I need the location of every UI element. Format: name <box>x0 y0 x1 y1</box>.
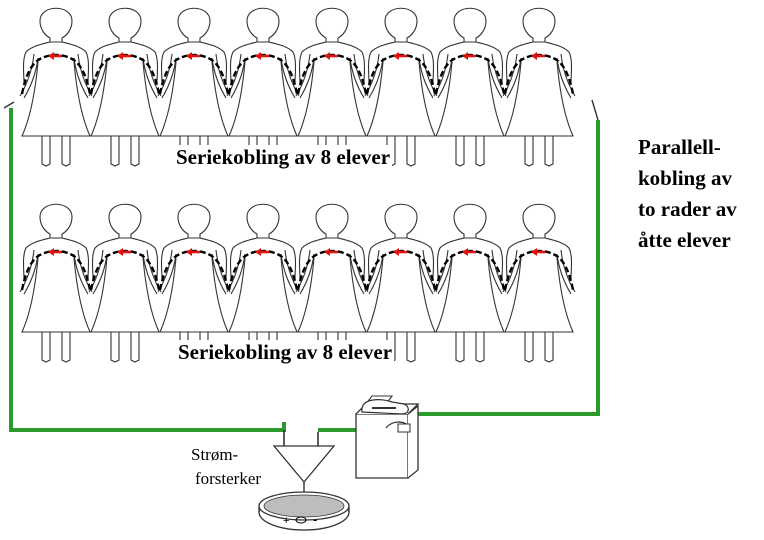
student-figure <box>432 202 508 364</box>
student-figure <box>156 6 232 168</box>
battery <box>355 395 420 479</box>
student-figure <box>363 6 439 168</box>
student-figure <box>363 202 439 364</box>
wire-left <box>9 108 286 432</box>
parallel-label: Parallell- kobling av to rader av åtte e… <box>638 132 764 256</box>
wire-lead-left <box>3 99 599 121</box>
parallel-label-line: Parallell- <box>638 135 721 159</box>
student-figure <box>87 6 163 168</box>
amplifier-label: Strøm- forsterker <box>183 443 273 491</box>
student-figure <box>432 6 508 168</box>
row-1-label: Seriekobling av 8 elever <box>174 145 393 169</box>
meter: + - <box>258 491 350 531</box>
parallel-label-line: to rader av <box>638 197 737 221</box>
meter-minus: - <box>313 512 317 527</box>
row-2-label: Seriekobling av 8 elever <box>176 340 395 364</box>
student-figure <box>294 202 370 364</box>
amplifier-label-line: Strøm- <box>191 445 239 464</box>
amplifier-label-line: forsterker <box>194 469 262 488</box>
student-figure <box>501 202 577 364</box>
student-figure <box>156 202 232 364</box>
row-1 <box>18 6 577 168</box>
student-figure <box>18 202 94 364</box>
student-figure <box>18 6 94 168</box>
row-2 <box>18 202 577 364</box>
meter-dial <box>295 516 307 524</box>
student-figure <box>225 6 301 168</box>
amplifier <box>272 430 336 492</box>
student-figure <box>225 202 301 364</box>
parallel-label-line: kobling av <box>638 166 732 190</box>
meter-plus: + <box>283 515 289 527</box>
student-figure <box>501 6 577 168</box>
student-figure <box>87 202 163 364</box>
parallel-label-line: åtte elever <box>638 228 731 252</box>
student-figure <box>294 6 370 168</box>
